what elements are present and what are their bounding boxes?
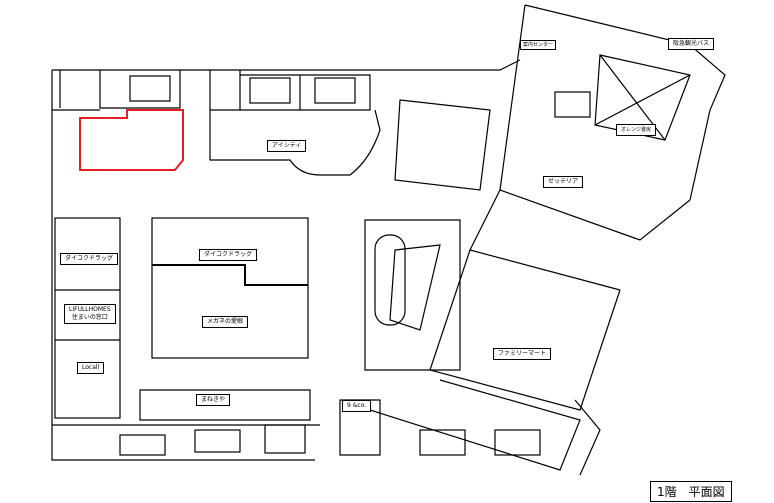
store-label-zetteria: ゼッテリア xyxy=(543,176,584,188)
store-label-info-center: 案内センター xyxy=(520,40,557,50)
plan-title: 1階 平面図 xyxy=(650,481,732,502)
highlighted-space xyxy=(79,109,184,171)
lifull-line-2: 住まいの窓口 xyxy=(71,314,108,321)
store-label-manekiya: まねきや xyxy=(196,394,231,406)
store-label-aigan: メガネの愛眼 xyxy=(202,316,249,328)
store-label-icity: アイシティ xyxy=(267,140,307,152)
store-label-daikoku-left: ダイコクドラッグ xyxy=(60,253,119,265)
store-label-locall: Locall xyxy=(77,362,105,374)
store-label-daikoku-center: ダイコクドラッグ xyxy=(199,249,258,261)
store-label-9co: 9 &co. xyxy=(342,400,372,412)
store-label-hankyu-bus: 阪急観光バス xyxy=(668,38,715,50)
lifull-line-1: LIFULLHOMES xyxy=(69,306,111,313)
store-label-orange: オレンジ書房 xyxy=(616,124,657,136)
store-label-familymart: ファミリーマート xyxy=(493,348,552,360)
